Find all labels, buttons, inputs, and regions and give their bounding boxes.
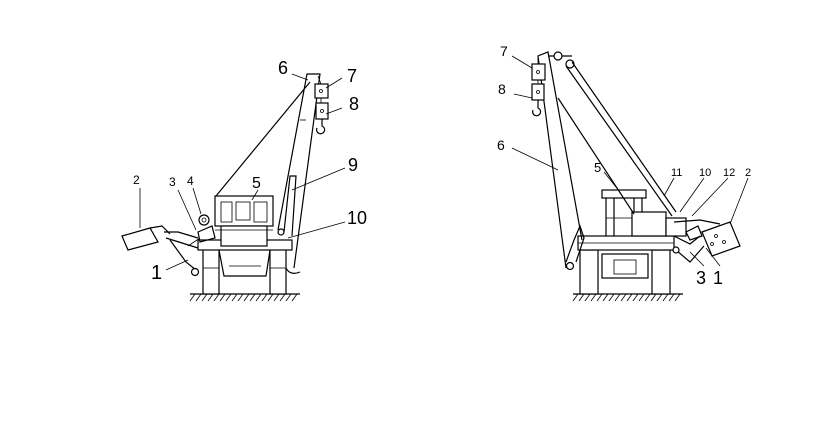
ground-hatch-mark	[608, 293, 615, 302]
ground-hatch-mark	[261, 293, 268, 302]
left-hook-block-lower	[315, 102, 329, 120]
ground-hatch-mark	[656, 293, 663, 302]
ground-hatch-mark	[243, 293, 250, 302]
right-label-1: 1	[713, 268, 723, 288]
left-hook	[316, 119, 326, 135]
right-label-3: 3	[696, 268, 706, 288]
left-label-2: 2	[133, 173, 140, 187]
ground-hatch-mark	[219, 293, 226, 302]
ground-hatch-mark	[572, 293, 579, 302]
ground-hatch-mark	[255, 293, 262, 302]
left-label-4: 4	[187, 174, 194, 188]
ground-hatch-mark	[644, 293, 651, 302]
ground-hatch-mark	[231, 293, 238, 302]
right-counterweight	[701, 221, 741, 257]
left-winch-drum	[198, 214, 210, 226]
ground-hatch-mark	[662, 293, 669, 302]
right-boom-cable-2	[565, 65, 673, 217]
left-cab	[214, 195, 274, 227]
ground-hatch-mark	[614, 293, 621, 302]
ground-hatch-mark	[578, 293, 585, 302]
right-boom-cable-3	[557, 97, 635, 215]
ground-hatch-mark	[602, 293, 609, 302]
right-boom	[537, 51, 583, 269]
right-counterweight-arm	[673, 219, 721, 225]
ground-hatch-mark	[279, 293, 286, 302]
ground-hatch-mark	[668, 293, 675, 302]
ground-hatch-mark	[590, 293, 597, 302]
left-counterweight	[121, 227, 159, 251]
right-boom-cable-1	[571, 61, 677, 213]
ground-hatch-mark	[596, 293, 603, 302]
right-label-12: 12	[723, 167, 735, 179]
right-winch	[665, 217, 687, 237]
ground-hatch-mark	[291, 293, 298, 302]
left-axle-housing	[218, 249, 271, 277]
ground-hatch-mark	[189, 293, 196, 302]
ground-hatch-mark	[650, 293, 657, 302]
right-arm-link	[675, 245, 705, 263]
ground-hatch-mark	[237, 293, 244, 302]
left-label-10: 10	[347, 208, 367, 228]
left-label-8: 8	[349, 94, 359, 114]
left-ground	[189, 293, 300, 302]
ground-hatch-mark	[285, 293, 292, 302]
left-boom-cylinder	[283, 175, 297, 237]
ground-hatch-mark	[674, 293, 681, 302]
ground-hatch-mark	[213, 293, 220, 302]
right-hook	[532, 100, 542, 117]
left-label-6: 6	[278, 58, 288, 78]
right-cab-roof	[601, 189, 647, 199]
left-track-right	[269, 247, 287, 295]
left-arm-link	[169, 239, 197, 271]
ground-hatch-mark	[267, 293, 274, 302]
ground-hatch-mark	[249, 293, 256, 302]
right-label-10: 10	[699, 167, 711, 179]
right-label-2: 2	[745, 167, 751, 179]
right-label-7: 7	[500, 43, 508, 59]
right-boom-cylinder	[565, 224, 585, 263]
right-label-8: 8	[498, 81, 506, 97]
ground-hatch-mark	[626, 293, 633, 302]
right-wheel-rear	[579, 249, 599, 295]
left-label-1: 1	[151, 262, 162, 284]
left-engine-block	[220, 225, 268, 247]
right-hook-block-upper	[531, 63, 546, 81]
ground-hatch-mark	[273, 293, 280, 302]
right-label-6: 6	[497, 137, 505, 153]
ground-hatch-mark	[638, 293, 645, 302]
ground-hatch-mark	[201, 293, 208, 302]
right-wheel-front	[651, 249, 671, 295]
right-hook-block-lower	[531, 83, 545, 101]
ground-hatch-mark	[225, 293, 232, 302]
right-figure: 7 8 6 5 11 10 12 2 3 1	[497, 43, 751, 302]
right-label-5: 5	[594, 160, 601, 175]
ground-hatch-mark	[195, 293, 202, 302]
left-label-7: 7	[347, 66, 357, 86]
left-boom-cable	[215, 81, 311, 197]
ground-hatch-mark	[584, 293, 591, 302]
right-label-11: 11	[671, 167, 682, 179]
left-figure: 2 3 4 5 6 7 8 9 10 1	[121, 58, 367, 302]
left-hook-block-upper	[314, 83, 329, 99]
left-label-5: 5	[252, 175, 261, 192]
left-boom	[277, 73, 321, 269]
right-engine-block	[631, 211, 667, 237]
ground-hatch-mark	[207, 293, 214, 302]
left-track-left	[202, 247, 220, 295]
ground-hatch-mark	[632, 293, 639, 302]
ground-hatch-mark	[620, 293, 627, 302]
right-ground	[572, 293, 683, 302]
left-label-3: 3	[169, 175, 176, 189]
left-label-9: 9	[348, 155, 358, 175]
